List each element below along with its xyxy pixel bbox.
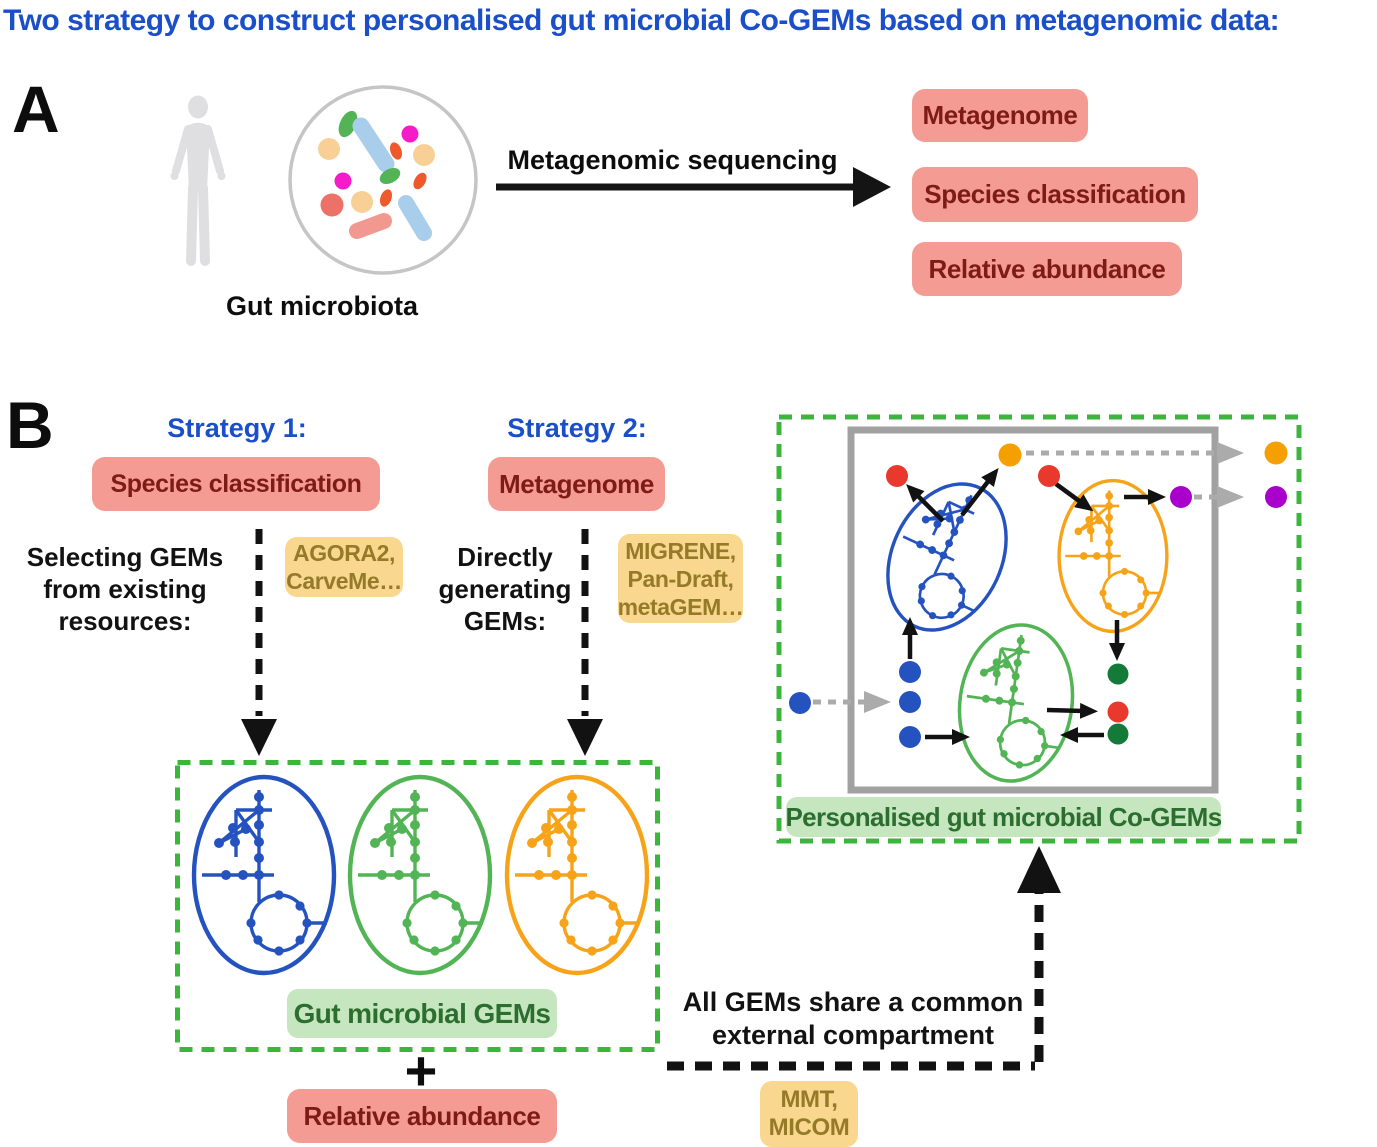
strategy1-desc-line3: resources: [58, 606, 192, 636]
diffusion-arrows [813, 442, 1244, 713]
output-metagenome: Metagenome [912, 89, 1088, 142]
merge-tools-line1: MMT, [780, 1086, 838, 1113]
strategy2-desc-line3: GEMs: [463, 606, 547, 636]
share-line1: All GEMs share a common [682, 987, 1024, 1017]
strategy1-arrow [241, 529, 277, 756]
strategy1-desc-line1: Selecting GEMs [26, 542, 224, 572]
strategy2-tools-line2: Pan-Draft, [627, 565, 734, 592]
gut-microbiota-caption: Gut microbiota [225, 291, 418, 321]
gems-box-label: Gut microbial GEMs [287, 989, 557, 1038]
panel-a-label: A [12, 72, 60, 146]
strategy1-title: Strategy 1: [167, 413, 307, 443]
strategy1-tools-line2: CarveMe… [286, 568, 402, 594]
gem-orange [507, 777, 647, 973]
sequencing-arrow-label: Metagenomic sequencing [507, 145, 838, 175]
strategy2-tools-line1: MIGRENE, [625, 537, 736, 564]
share-compartment-text: All GEMs share a common external compart… [653, 986, 1053, 1052]
abundance-box: Relative abundance [287, 1089, 557, 1143]
strategy1-input: Species classification [92, 457, 380, 511]
sequencing-arrow [496, 167, 891, 207]
strategy1-tools: AGORA2, CarveMe… [285, 537, 403, 597]
merge-tools: MMT, MICOM [760, 1081, 858, 1147]
strategy2-description: Directly generating GEMs: [395, 541, 615, 637]
strategy1-tools-line1: AGORA2, [293, 540, 395, 566]
cogems-label: Personalised gut microbial Co-GEMs [785, 797, 1222, 837]
cogems-box [776, 414, 1302, 844]
strategy1-desc-line2: from existing [43, 574, 207, 604]
strategy1-description: Selecting GEMs from existing resources: [15, 541, 235, 637]
output-species-classification: Species classification [912, 167, 1198, 222]
strategy2-title: Strategy 2: [507, 413, 647, 443]
strategy2-input: Metagenome [488, 457, 665, 511]
gut-microbial-gems-box [175, 760, 660, 1052]
merge-arrow [667, 846, 1061, 1071]
person-icon [170, 95, 226, 266]
strategy2-arrow [567, 529, 603, 756]
metabolite-dots [789, 441, 1288, 748]
gem-blue [194, 777, 334, 973]
strategy2-tools: MIGRENE, Pan-Draft, metaGEM… [617, 534, 744, 623]
merge-tools-line2: MICOM [768, 1114, 850, 1141]
output-relative-abundance: Relative abundance [912, 242, 1182, 296]
share-line2: external compartment [711, 1020, 995, 1050]
gem-green [350, 777, 490, 973]
figure-title: Two strategy to construct personalised g… [3, 4, 1280, 37]
strategy2-tools-line3: metaGEM… [617, 593, 744, 620]
panel-b-label: B [6, 388, 54, 462]
gut-microbiota-illustration [288, 85, 478, 275]
exchange-arrows [902, 467, 1166, 745]
strategy2-desc-line1: Directly [457, 542, 553, 572]
strategy2-desc-line2: generating [438, 574, 572, 604]
